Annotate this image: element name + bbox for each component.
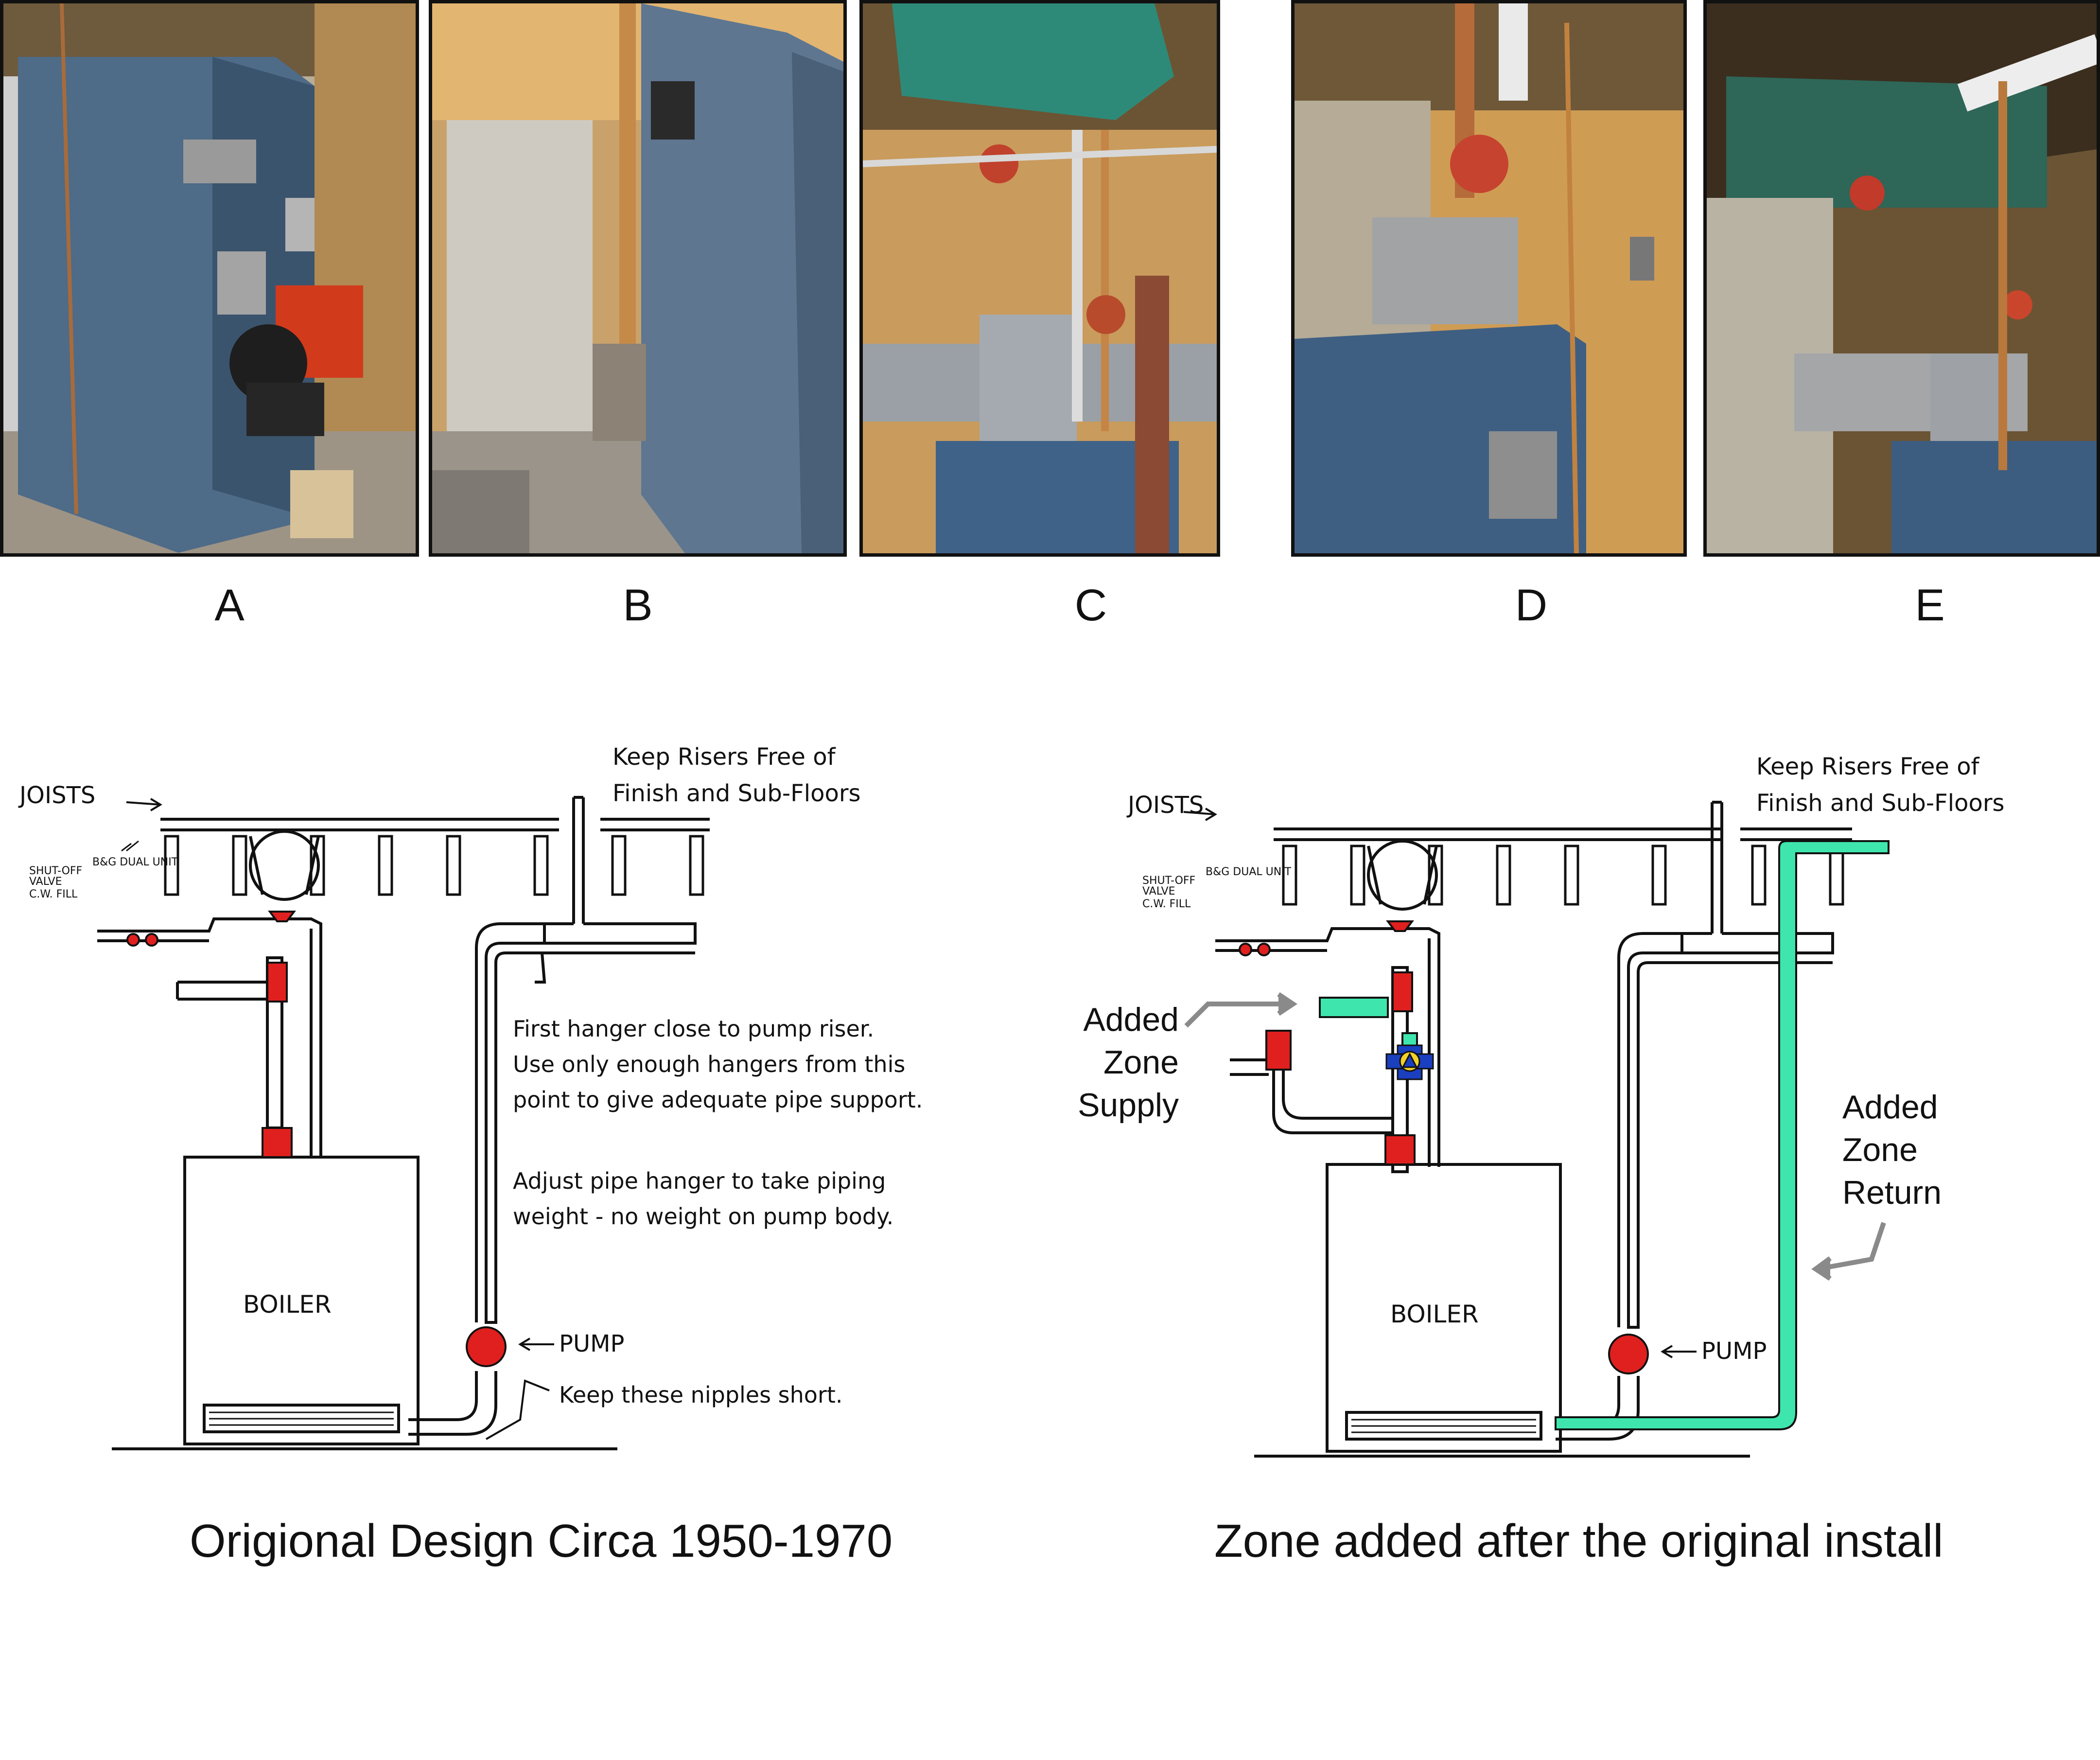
weight-note-line2: weight - no weight on pump body. [513, 1203, 893, 1230]
fill-label: C.W. FILL [29, 888, 78, 900]
diagram-original-design: Keep Risers Free of Finish and Sub-Floor… [10, 729, 1001, 1497]
joists-label: JOISTS [18, 782, 95, 809]
caption-original-design: Origional Design Circa 1950-1970 [190, 1515, 893, 1567]
added-return-line3: Return [1842, 1174, 1942, 1211]
nipples-note: Keep these nipples short. [559, 1382, 843, 1408]
photo-label-d: D [1515, 581, 1548, 630]
added-supply-line1: Added [1083, 1001, 1179, 1038]
zone-note-risers-line2: Finish and Sub-Floors [1756, 790, 2005, 817]
zone-dual-unit-label: B&G DUAL UNIT [1206, 866, 1292, 878]
hanger-note-line1: First hanger close to pump riser. [513, 1016, 874, 1042]
hanger-note-line2: Use only enough hangers from this [513, 1051, 905, 1077]
note-risers-line1: Keep Risers Free of [612, 743, 836, 771]
photo-c-flue-and-tank [859, 0, 1220, 557]
boiler-label: BOILER [243, 1290, 332, 1319]
pump-label: PUMP [559, 1330, 624, 1357]
diagram-zone-added: Keep Risers Free of Finish and Sub-Floor… [1045, 729, 2090, 1497]
photo-label-a: A [214, 581, 245, 630]
note-risers-line2: Finish and Sub-Floors [612, 780, 861, 807]
zone-note-risers-line1: Keep Risers Free of [1756, 753, 1980, 780]
zone-shutoff-label-line2: VALVE [1142, 885, 1175, 898]
zone-shutoff-label-line1: SHUT-OFF [1142, 875, 1195, 887]
photo-label-b: B [623, 581, 653, 630]
added-return-line1: Added [1842, 1089, 1938, 1126]
zone-pump-label: PUMP [1701, 1338, 1767, 1365]
photo-b-boiler-side [429, 0, 847, 557]
zone-fill-label: C.W. FILL [1142, 898, 1191, 910]
zone-boiler-label: BOILER [1390, 1300, 1479, 1328]
photo-d-boiler-top [1291, 0, 1687, 557]
hanger-note-line3: point to give adequate pipe support. [513, 1087, 923, 1113]
added-supply-line2: Zone [1103, 1044, 1179, 1081]
dual-unit-label: B&G DUAL UNIT [92, 856, 178, 868]
photo-label-e: E [1915, 581, 1945, 630]
shutoff-label-line1: SHUT-OFF [29, 865, 82, 877]
photo-e-boiler-piping [1703, 0, 2100, 557]
photo-label-c: C [1074, 581, 1107, 630]
photo-a-boiler-front [0, 0, 419, 557]
caption-zone-added: Zone added after the original install [1214, 1515, 1943, 1567]
weight-note-line1: Adjust pipe hanger to take piping [513, 1168, 886, 1194]
zone-joists-label: JOISTS [1126, 792, 1204, 819]
added-supply-line3: Supply [1078, 1087, 1179, 1124]
added-return-line2: Zone [1842, 1131, 1918, 1168]
shutoff-label-line2: VALVE [29, 876, 62, 888]
